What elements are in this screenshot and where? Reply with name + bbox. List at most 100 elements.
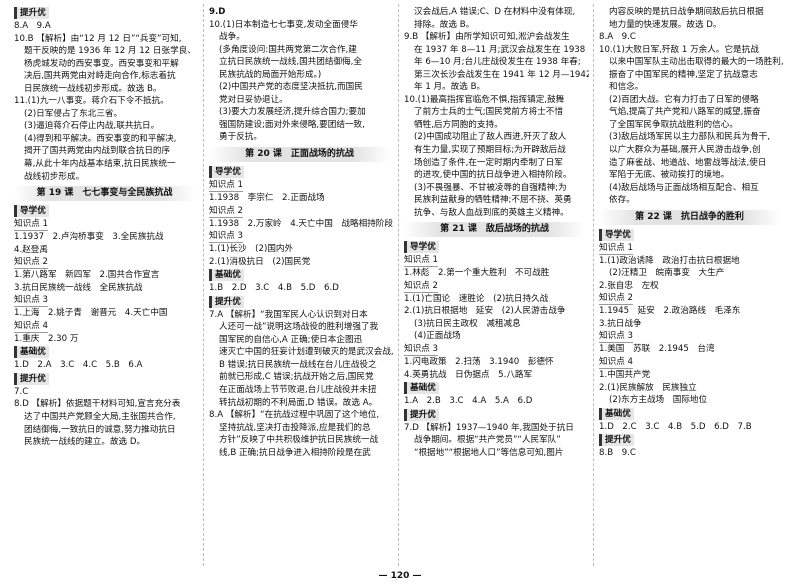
knowledge-point-row: 知识点 1 xyxy=(599,242,780,255)
answer-line: 1.1938 李宗仁 2.正面战场 xyxy=(209,193,325,204)
answer-line: 1.D 2.A 3.C 4.C 5.B 6.A xyxy=(14,360,143,371)
knowledge-point-row: 知识点 4 xyxy=(599,356,780,370)
answer-line: 地力量的快速发展。故选 D。 xyxy=(609,19,722,30)
section-tag: 导学优 xyxy=(209,166,244,179)
answer-line: 战争。 xyxy=(219,32,245,43)
section-tag-row: 基础优 xyxy=(14,345,195,359)
answer-line: (2)中国成功阻止了敌人西进,歼灭了敌人 xyxy=(414,132,567,143)
knowledge-point-label: 知识点 3 xyxy=(404,344,438,357)
answer-line: 10.(1)大败日军,歼敌 1 万余人。它是抗战 xyxy=(599,44,759,55)
column-divider xyxy=(203,4,204,566)
answer-line: 1.闪电政策 2.扫荡 3.1940 彭德怀 xyxy=(404,357,554,368)
knowledge-point-row: 知识点 1 xyxy=(209,179,390,193)
section-tag: 导学优 xyxy=(599,228,634,241)
answer-line: 以来中国军队主动出击取得的最大的一场胜利, xyxy=(609,57,784,68)
answer-line: 战线初步形成。 xyxy=(24,171,85,182)
answer-line: 和信念。 xyxy=(609,82,644,93)
section-tag-row: 导学优 xyxy=(404,240,585,254)
section-tag-row: 基础优 xyxy=(404,381,585,395)
lesson-heading: 第 21 课 敌后战场的抗战 xyxy=(404,222,585,238)
answer-line: 汉会战后,A 错误;C、D 在材料中没有体现, xyxy=(414,7,576,17)
knowledge-point-label: 知识点 4 xyxy=(14,320,48,333)
answer-line: 以广大群众为基础,展开人民游击战争,创 xyxy=(609,145,761,156)
answer-line: 了前方士兵的士气;国民党前方将士不惜 xyxy=(414,107,563,118)
knowledge-point-row: 知识点 4 xyxy=(14,320,195,333)
answer-line: 幕,从此十年内战基本结束,抗日民族统一 xyxy=(24,159,176,170)
answer-line: 勇于反抗。 xyxy=(219,132,262,143)
answer-line: 1.B 2.D 3.C 4.B 5.D 6.D xyxy=(209,283,339,294)
section-tag-row: 导学优 xyxy=(599,228,780,242)
knowledge-point-row: 知识点 1 xyxy=(14,218,195,232)
answer-line: 8.D 【解析】依据题干材料可知,宣言充分表 xyxy=(14,399,181,410)
section-tag-row: 提升优 xyxy=(209,295,390,309)
answer-line: 达了中国共产党顾全大局,主张国共合作, xyxy=(24,412,176,423)
answer-line: 民族抗战的局面开始形成。) xyxy=(219,69,322,80)
answer-line: 7.D 【解析】1937—1940 年,我国处于抗日 xyxy=(404,422,574,433)
answer-line: 1.林彪 2.第一个重大胜利 不可战胜 xyxy=(404,268,550,279)
answer-line: 了全国军民争取抗战胜利的信心。 xyxy=(609,119,738,130)
answer-line: 揭开了国共两党由内战到联合抗日的序 xyxy=(24,146,171,157)
section-tag: 基础优 xyxy=(404,382,439,395)
answer-line: 场创造了条件,在一定时期内牵制了日军 xyxy=(414,157,563,168)
answer-line: “根据地”“根据地人口”等信息可知,图片 xyxy=(414,447,564,458)
answer-line: 1.(1)长沙 (2)国内外 xyxy=(209,244,294,255)
answer-line: 第三次长沙会战发生在 1941 年 12 月—1942 xyxy=(414,69,589,80)
answer-line: 战争期间。根据“共产党员”“人民军队” xyxy=(414,435,561,446)
section-tag-row: 基础优 xyxy=(599,407,780,421)
knowledge-point-label: 知识点 1 xyxy=(404,255,438,268)
column-divider xyxy=(398,4,399,566)
answer-line: 方针”反映了中共积极维护抗日民族统一战 xyxy=(219,435,379,446)
answer-line: 气焰,提高了共产党和八路军的威望,振奋 xyxy=(609,107,761,118)
answer-line: (4)正面战场 xyxy=(414,331,461,342)
answer-line: 3.抗日民族统一战线 全民族抗战 xyxy=(14,282,143,293)
answer-line: (多角度设问:国共两党第二次合作,建 xyxy=(219,44,357,55)
answer-line: (3)逼迫蒋介石停止内战,联共抗日。 xyxy=(24,121,160,132)
answer-line: 线,B 正确;抗日战争进入相持阶段是在武 xyxy=(219,447,371,458)
knowledge-point-label: 知识点 3 xyxy=(209,231,243,244)
knowledge-point-row: 知识点 2 xyxy=(14,256,195,270)
answer-line: 速灭亡中国的狂妄计划遭到破灭的是武汉会战, xyxy=(219,347,394,358)
answer-line: 8.B 9.C xyxy=(599,448,636,459)
section-tag-row: 提升优 xyxy=(404,408,585,422)
page-number: — 120 — xyxy=(378,571,422,581)
knowledge-point-label: 知识点 3 xyxy=(14,295,48,308)
section-tag: 导学优 xyxy=(14,205,49,218)
section-tag-row: 导学优 xyxy=(14,204,195,218)
section-tag-row: 基础优 xyxy=(209,268,390,282)
answer-line: 立抗日民族统一战线,国共团结御侮,全 xyxy=(219,57,362,68)
knowledge-point-label: 知识点 1 xyxy=(209,180,243,193)
answer-line: 的进攻,使中国的抗日战争进入相持阶段。 xyxy=(414,170,572,181)
section-tag: 导学优 xyxy=(404,241,439,254)
answer-line: (2)汪精卫 皖南事变 大生产 xyxy=(609,268,725,279)
knowledge-point-row: 知识点 3 xyxy=(404,343,585,357)
answer-line: 7.A 【解析】“我国军民人心认识到对日本 xyxy=(209,309,368,320)
answer-line: 2.(1)民族解放 民族独立 xyxy=(599,382,697,393)
section-tag: 基础优 xyxy=(599,407,634,420)
answer-line: (2)东方主战场 国际地位 xyxy=(609,395,708,406)
answer-line: 2.(1)抗日根据地 延安 (2)人民游击战争 xyxy=(404,306,566,317)
answer-line: 1.1937 2.卢沟桥事变 3.全民族抗战 xyxy=(14,232,164,243)
knowledge-point-row: 知识点 3 xyxy=(209,230,390,244)
answer-line: 杨虎城发动的西安事变。西安事变和平解 xyxy=(24,58,179,69)
answer-line: 前就已形成,C 错误;抗战开始之后,国民党 xyxy=(219,372,374,383)
answer-line: 民族统一战线的建立。故选 D。 xyxy=(24,437,146,448)
knowledge-point-row: 知识点 1 xyxy=(404,254,585,268)
answer-line: 4.英勇抗战 日伪据点 5.八路军 xyxy=(404,369,533,380)
answer-line: 1.(1)亡国论 速胜论 (2)抗日持久战 xyxy=(404,293,549,304)
knowledge-point-row: 知识点 2 xyxy=(209,205,390,218)
answer-line: 1.A 2.B 3.C 4.A 5.A 6.D xyxy=(404,396,533,407)
answer-line: (4)敌后战场与正面战场相互配合、相互 xyxy=(609,182,759,193)
section-tag: 基础优 xyxy=(209,269,244,282)
column-3: 汉会战后,A 错误;C、D 在材料中没有体现,排除。故选 B。9.B 【解析】由… xyxy=(400,6,589,568)
answer-line: 坚持抗战,坚决打击投降派,应是我们的总 xyxy=(219,422,371,433)
answer-line: 10.B 【解析】由“12 月 12 日”“兵变”可知, xyxy=(14,33,182,44)
answer-line: 题干反映的是 1936 年 12 月 12 日张学良、 xyxy=(24,46,196,57)
answer-line: 年 6—10 月;台儿庄战役发生在 1938 年春; xyxy=(414,57,581,68)
answer-line: 造了麻雀战、地道战、地雷战等战法,使日 xyxy=(609,157,767,168)
section-tag: 提升优 xyxy=(14,7,49,19)
answer-line: 1.上海 2.姚子青 谢晋元 4.天亡中国 xyxy=(14,308,168,319)
lesson-heading: 第 20 课 正面战场的抗战 xyxy=(209,147,390,163)
knowledge-point-label: 知识点 2 xyxy=(14,257,48,270)
answer-line: (3)抗日民主政权 减租减息 xyxy=(414,318,521,329)
